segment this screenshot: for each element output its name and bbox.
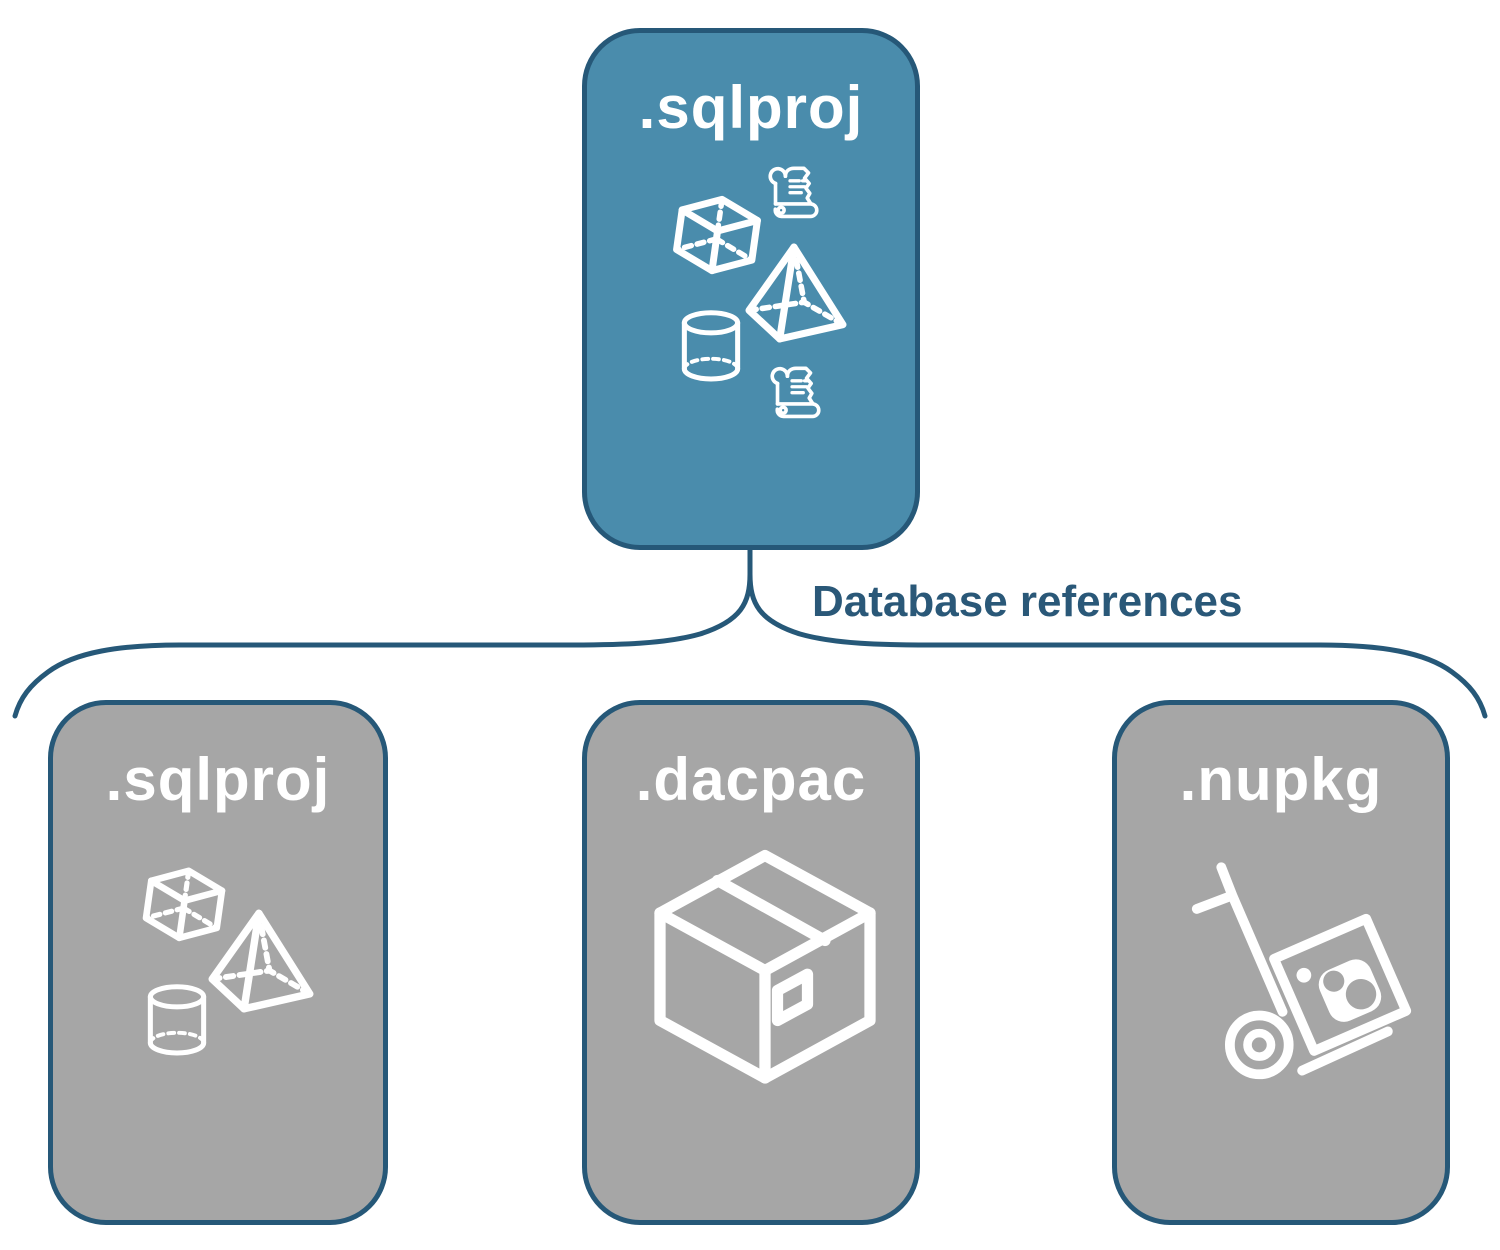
- cylinder-icon: [141, 980, 213, 1064]
- scroll-icon: [763, 361, 829, 431]
- node-child-dacpac-label: .dacpac: [635, 746, 867, 813]
- node-child-nupkg: .nupkg: [1112, 700, 1450, 1225]
- node-child-sqlproj: .sqlproj: [48, 700, 388, 1225]
- cylinder-icon: [675, 305, 747, 391]
- node-root-label: .sqlproj: [638, 74, 864, 141]
- pyramid-icon: [745, 241, 847, 343]
- node-child-dacpac: .dacpac: [582, 700, 920, 1225]
- scroll-icon: [761, 161, 827, 231]
- node-child-sqlproj-label: .sqlproj: [105, 746, 331, 813]
- package-box-icon: [640, 843, 890, 1098]
- connector-label: Database references: [812, 577, 1243, 626]
- nuget-hand-truck-icon: [1187, 855, 1432, 1100]
- node-root-sqlproj: .sqlproj: [582, 28, 920, 550]
- pyramid-icon: [208, 907, 314, 1013]
- node-child-nupkg-label: .nupkg: [1179, 746, 1383, 813]
